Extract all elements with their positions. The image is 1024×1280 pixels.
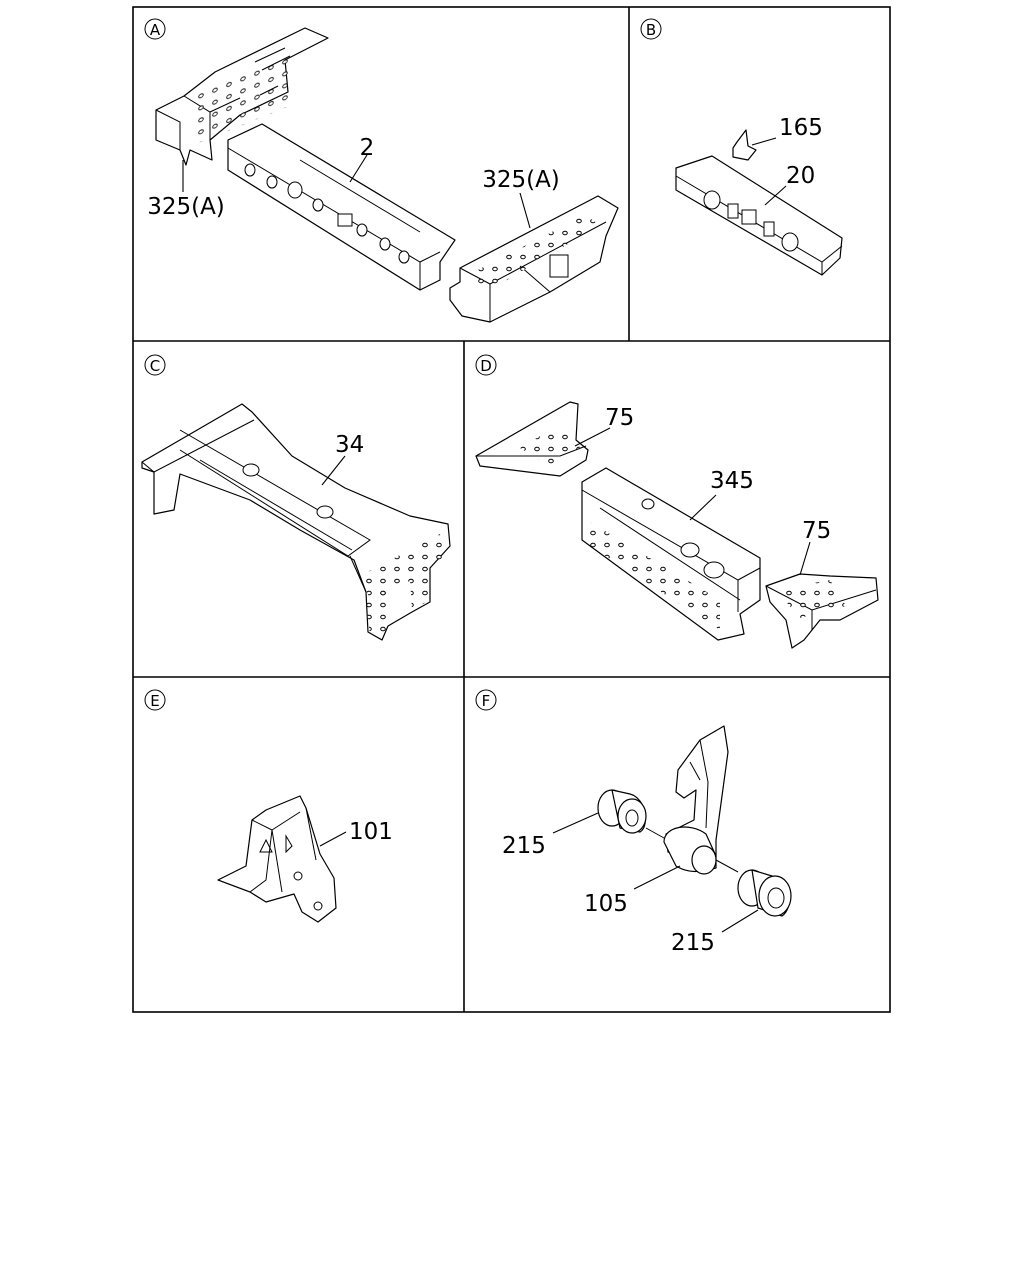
panel-f: 215 105 215: [502, 725, 792, 956]
part-325a-left-drawing: [155, 27, 329, 166]
part-34-drawing: [141, 403, 451, 641]
svg-text:C: C: [150, 357, 160, 375]
callout-345: 345: [710, 468, 754, 494]
callout-75-top: 75: [605, 405, 634, 431]
callout-215-right: 215: [671, 930, 715, 956]
panel-b: 165 20: [675, 115, 843, 276]
part-2-drawing: [227, 123, 456, 291]
part-165-drawing: [732, 129, 757, 161]
svg-text:F: F: [482, 692, 491, 710]
callout-101: 101: [349, 819, 393, 845]
panel-letter-d: D: [475, 354, 497, 376]
part-345-drawing: [581, 467, 761, 641]
panel-letter-c: C: [144, 354, 166, 376]
panel-d: 75 345 75: [475, 401, 879, 649]
panel-c: 34: [141, 403, 451, 641]
svg-text:B: B: [646, 21, 656, 39]
part-105-drawing: [645, 725, 739, 875]
callout-34: 34: [335, 432, 364, 458]
part-20-drawing: [675, 155, 843, 276]
panel-e: 101: [217, 795, 393, 923]
callout-165: 165: [779, 115, 823, 141]
panel-a: 2 325(A) 325(A): [147, 27, 619, 323]
part-75-right-drawing: [765, 573, 879, 649]
callout-2: 2: [360, 135, 375, 161]
callout-105: 105: [584, 891, 628, 917]
panel-grid: [132, 6, 891, 1013]
part-215-right-drawing: [737, 869, 792, 917]
panel-letter-a: A: [144, 18, 166, 40]
part-325a-right-drawing: [449, 195, 619, 323]
svg-text:E: E: [150, 692, 159, 710]
part-101-drawing: [217, 795, 337, 923]
panel-letter-b: B: [640, 18, 662, 40]
callout-75-right: 75: [802, 518, 831, 544]
callout-325a-left: 325(A): [147, 194, 225, 220]
part-215-left-drawing: [597, 789, 647, 834]
callout-20: 20: [786, 163, 815, 189]
callout-215-left: 215: [502, 833, 546, 859]
callout-325a-right: 325(A): [482, 167, 560, 193]
panel-letter-e: E: [144, 689, 166, 711]
panel-letter-f: F: [475, 689, 497, 711]
svg-text:D: D: [480, 357, 492, 375]
svg-text:A: A: [150, 21, 161, 39]
part-75-left-drawing: [475, 401, 589, 477]
